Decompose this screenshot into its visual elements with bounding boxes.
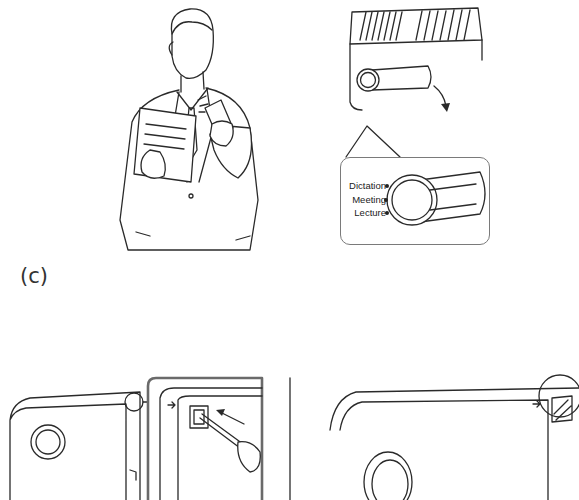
screwdriver-handle bbox=[238, 442, 261, 472]
side-mark bbox=[130, 470, 136, 480]
cuff bbox=[136, 232, 250, 240]
neck bbox=[181, 72, 204, 92]
jacket bbox=[120, 88, 258, 250]
callout-bubble: DictationMeetingLecture bbox=[340, 157, 490, 245]
switch-detail bbox=[384, 172, 485, 225]
man-figure bbox=[120, 9, 258, 250]
lens-ring bbox=[31, 425, 65, 459]
divider-line bbox=[289, 378, 290, 500]
switch-handle bbox=[372, 66, 431, 90]
highlight-circle bbox=[125, 393, 143, 411]
device-body bbox=[350, 40, 482, 110]
turn-arrowhead bbox=[441, 103, 450, 112]
figure-label: (c) bbox=[20, 264, 48, 288]
callout-pointer bbox=[346, 126, 400, 157]
lens bbox=[372, 460, 408, 500]
collar bbox=[177, 88, 208, 110]
recorder-front-left bbox=[10, 378, 262, 500]
direction-mark bbox=[533, 401, 540, 407]
ear bbox=[169, 42, 173, 55]
lens-ring bbox=[364, 452, 412, 500]
lens bbox=[36, 430, 60, 454]
mode-label: Lecture bbox=[341, 207, 386, 218]
hair-line bbox=[172, 22, 212, 34]
clipboard-lines bbox=[144, 124, 186, 149]
screwdriver-shaft bbox=[200, 414, 243, 448]
recorder-top bbox=[346, 8, 482, 157]
switch-knob bbox=[357, 69, 379, 91]
device-outline bbox=[10, 392, 140, 500]
switch-knob-ring bbox=[361, 73, 376, 88]
switch-knob-large bbox=[387, 175, 437, 225]
push-arrow bbox=[220, 412, 244, 424]
direction-mark bbox=[168, 402, 175, 408]
right-hand bbox=[210, 121, 233, 146]
release-tab bbox=[194, 410, 204, 424]
closed-slot bbox=[552, 396, 572, 422]
device-top bbox=[350, 8, 482, 44]
turn-arrow bbox=[434, 86, 446, 106]
clipboard bbox=[134, 108, 196, 182]
switch-grip-lines bbox=[430, 184, 476, 210]
highlight-circle bbox=[539, 375, 579, 417]
push-arrowhead bbox=[216, 409, 225, 416]
head-outline bbox=[171, 9, 213, 78]
button bbox=[189, 194, 193, 198]
magnifier-frame bbox=[148, 378, 262, 500]
switch-knob-large-ring bbox=[392, 180, 432, 220]
mode-label: Dictation bbox=[341, 180, 386, 191]
detail-edges bbox=[160, 388, 262, 500]
left-hand bbox=[141, 150, 165, 178]
recorder-front-right bbox=[330, 375, 579, 500]
mode-label: Meeting bbox=[341, 194, 386, 205]
grille-slats bbox=[360, 10, 470, 40]
sound-lines bbox=[198, 96, 208, 112]
